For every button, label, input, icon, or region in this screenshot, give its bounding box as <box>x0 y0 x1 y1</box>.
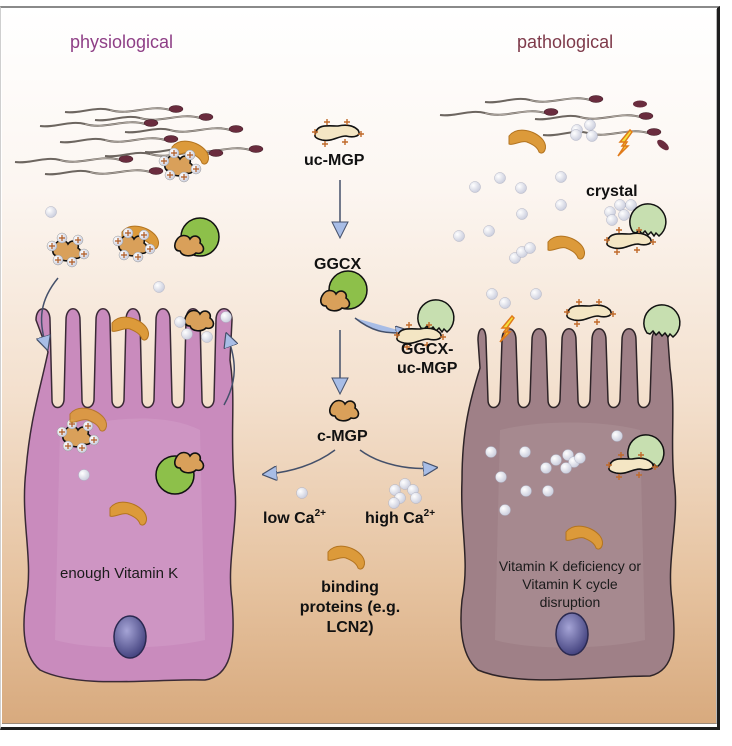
binding-line-2: proteins (e.g. <box>299 599 401 616</box>
label-high-ca: high Ca2+ <box>365 508 436 528</box>
panel-title-physiological: physiological <box>70 32 174 52</box>
cell-label-line-3: disruption <box>539 594 601 610</box>
label-low-ca: low Ca2+ <box>263 508 326 528</box>
secretion-arrow <box>224 338 234 406</box>
calcium-cluster-icon <box>388 478 422 509</box>
nucleus-icon <box>113 615 147 659</box>
panel-title-pathological: pathological <box>517 32 614 52</box>
cell-label-physiological: enough Vitamin K <box>60 565 179 582</box>
uptake-arrow <box>42 277 59 345</box>
figure-frame <box>0 6 720 730</box>
crystal-cluster-icon <box>509 242 536 264</box>
physiological-cell <box>23 308 237 683</box>
high-ca-text: high Ca <box>365 510 424 527</box>
pathway <box>268 118 455 570</box>
physiological-extracellular <box>14 104 264 406</box>
low-ca-charge: 2+ <box>314 508 326 519</box>
low-ca-text: low Ca <box>263 510 315 527</box>
label-crystal: crystal <box>586 183 638 200</box>
label-binding-proteins: binding proteins (e.g. LCN2) <box>290 578 410 638</box>
label-ggcx-uc-mgp-line2: uc-MGP <box>397 360 458 377</box>
pathological-extracellular <box>439 94 681 343</box>
high-ca-charge: 2+ <box>423 508 436 519</box>
arrow-to-complex <box>354 317 405 333</box>
arrow-to-low-ca <box>268 449 336 474</box>
label-uc-mgp: uc-MGP <box>304 152 365 169</box>
lightning-icon <box>617 129 633 157</box>
pathological-cell <box>460 328 677 681</box>
label-c-mgp: c-MGP <box>317 428 368 445</box>
binding-line-1: binding <box>321 579 379 596</box>
cell-label-line-1: Vitamin K deficiency or <box>498 558 642 574</box>
nucleus-icon <box>555 612 589 656</box>
label-ggcx-uc-mgp: GGCX- uc-MGP <box>397 340 457 378</box>
label-ggcx-uc-mgp-line1: GGCX- <box>401 341 454 358</box>
cell-label-line-2: Vitamin K cycle <box>522 576 618 592</box>
cell-label-pathological: Vitamin K deficiency or Vitamin K cycle … <box>472 557 668 611</box>
binding-line-3: LCN2) <box>326 619 374 636</box>
label-ggcx: GGCX <box>314 256 362 273</box>
arrow-to-high-ca <box>359 449 432 468</box>
